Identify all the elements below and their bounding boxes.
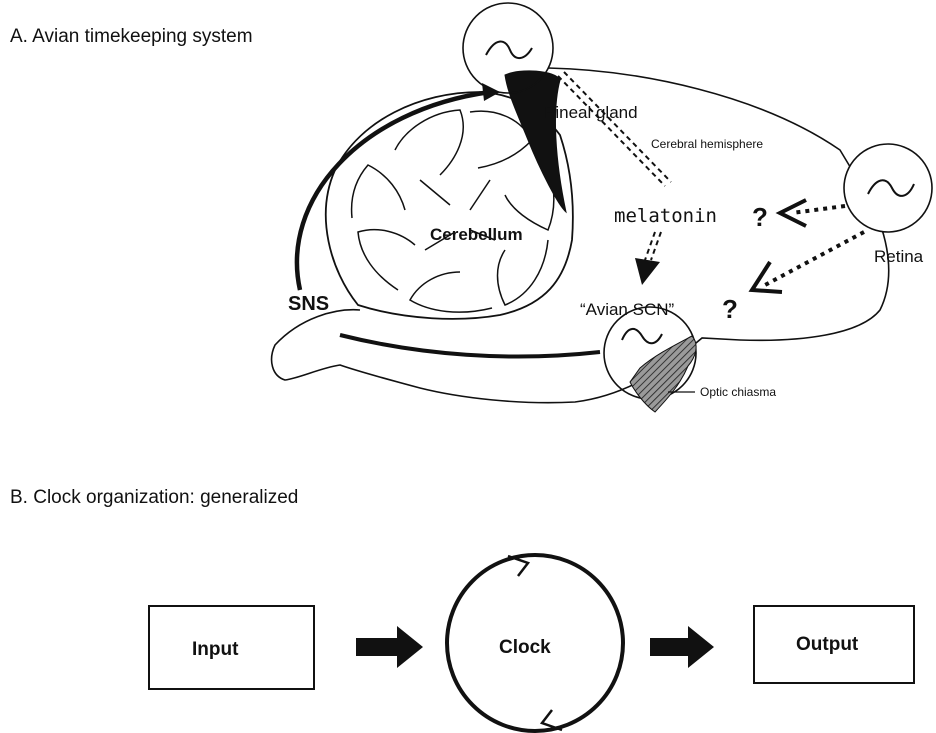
clock-circle xyxy=(445,553,625,733)
retina-arrowhead-2 xyxy=(748,260,783,294)
panel-b-heading: B. Clock organization: generalized xyxy=(10,487,298,508)
panel-a-heading: A. Avian timekeeping system xyxy=(10,26,253,47)
melatonin-label: melatonin xyxy=(614,205,717,227)
input-box xyxy=(148,605,315,690)
input-to-clock-arrow xyxy=(356,626,423,668)
output-label: Output xyxy=(796,634,859,655)
optic-chiasma-shape xyxy=(629,335,697,413)
scn-sine-icon xyxy=(621,328,663,345)
output-box xyxy=(753,605,915,684)
question-mark-melatonin: ? xyxy=(752,202,768,232)
clock-arrow-bottom xyxy=(539,709,563,732)
optic-chiasma-label: Optic chiasma xyxy=(700,385,776,399)
input-label: Input xyxy=(192,639,239,660)
cerebellum-label: Cerebellum xyxy=(430,225,523,244)
retina-sine-icon xyxy=(867,179,915,197)
clock-label: Clock xyxy=(499,637,551,658)
question-mark-scn: ? xyxy=(722,294,738,324)
retina-circle xyxy=(843,143,933,233)
pineal-sine-icon xyxy=(485,40,533,59)
pineal-gland-label: Pineal gland xyxy=(544,103,638,122)
avian-scn-label: “Avian SCN” xyxy=(580,300,674,319)
retina-pathways xyxy=(764,204,865,287)
pineal-oscillator-circle xyxy=(462,2,554,94)
brainstem-line xyxy=(339,333,601,359)
melatonin-arrowhead xyxy=(635,258,660,285)
sns-label: SNS xyxy=(288,293,329,315)
melatonin-pathway xyxy=(557,71,672,261)
clock-to-output-arrow xyxy=(650,626,714,668)
sns-arrowhead xyxy=(482,83,500,101)
retina-arrowhead-1 xyxy=(775,198,807,228)
retina-label: Retina xyxy=(874,247,924,266)
cerebral-hemisphere-label: Cerebral hemisphere xyxy=(651,137,763,151)
clock-arrow-top xyxy=(507,554,531,577)
sns-pathway xyxy=(294,89,491,291)
pineal-stalk xyxy=(504,70,567,214)
